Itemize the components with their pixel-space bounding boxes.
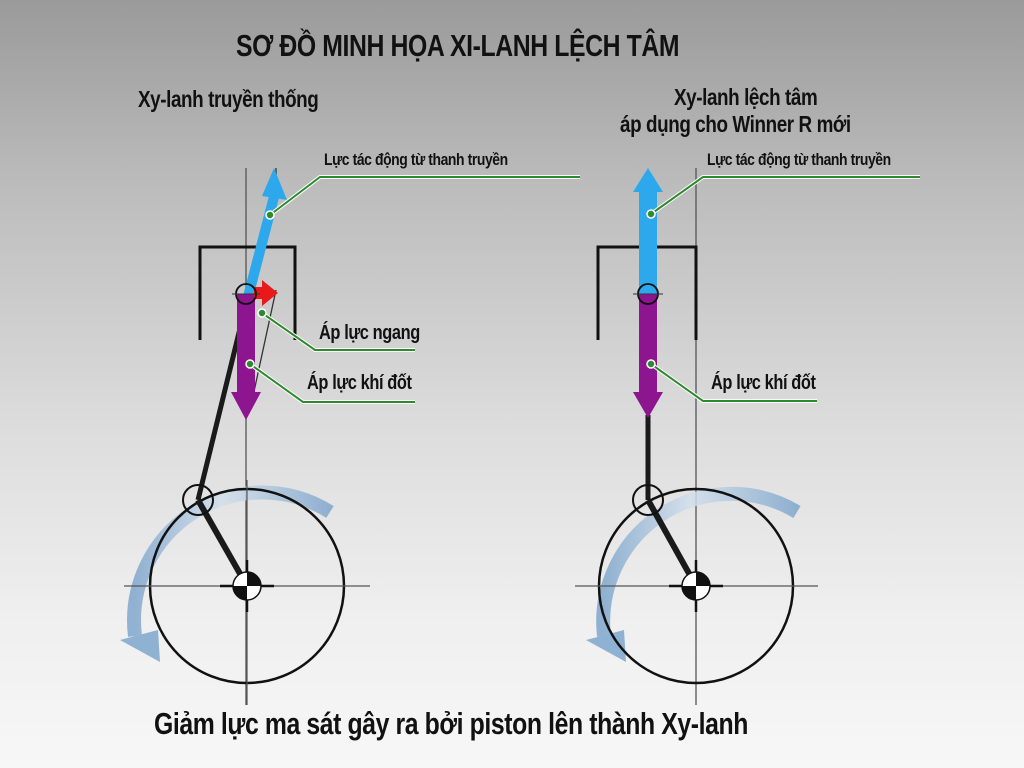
arrow-down-icon [231, 294, 261, 420]
leader-line-side-pressure [257, 308, 415, 352]
arrow-right-icon [254, 280, 278, 306]
left-label-side-pressure: Áp lực ngang [319, 322, 420, 344]
footer-caption: Giảm lực ma sát gây ra bởi piston lên th… [154, 706, 748, 741]
right-label-rod-force: Lực tác động từ thanh truyền [707, 150, 891, 169]
diagram-title: SƠ ĐỒ MINH HỌA XI-LANH LỆCH TÂM [236, 28, 680, 63]
center-mark-icon [220, 560, 274, 612]
right-panel-heading-line2: áp dụng cho Winner R mới [620, 111, 851, 137]
rotation-arrow-icon [120, 485, 334, 662]
arrow-up-icon [633, 168, 663, 294]
left-panel-heading: Xy-lanh truyền thống [138, 86, 319, 112]
left-diagram [120, 168, 580, 705]
right-diagram [575, 168, 920, 705]
leader-line-gas-pressure [646, 359, 817, 403]
left-label-rod-force: Lực tác động từ thanh truyền [324, 150, 508, 169]
leader-line-rod-force [265, 175, 580, 220]
piston-outline [198, 245, 297, 340]
arrow-down-icon [633, 294, 663, 418]
arrow-up-icon [243, 168, 287, 298]
leader-line-rod-force [646, 175, 920, 219]
left-label-gas-pressure: Áp lực khí đốt [307, 372, 412, 394]
center-mark-icon [669, 560, 723, 612]
rotation-arrow-icon [586, 486, 801, 662]
right-panel-heading-line1: Xy-lanh lệch tâm [674, 84, 818, 110]
right-label-gas-pressure: Áp lực khí đốt [711, 372, 816, 394]
leader-line-gas-pressure [245, 359, 415, 404]
